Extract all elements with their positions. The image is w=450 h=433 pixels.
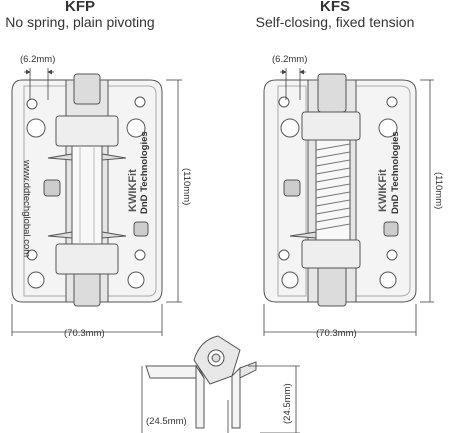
- side-view-dimension-lines: [141, 365, 300, 433]
- kfs-dim-bottom: (70.3mm): [316, 328, 357, 339]
- kfp-dim-bottom: (70.3mm): [64, 328, 105, 339]
- kfp-subtitle: No spring, plain pivoting: [5, 14, 155, 30]
- kfp-website: www.ddtechglobal.com: [21, 159, 32, 257]
- kfp-brand: KWIKFit: [127, 169, 139, 212]
- side-dim-left: (24.5mm): [146, 416, 187, 427]
- kfs-dim-side: (110mm): [433, 172, 444, 209]
- kfp-dim-side: (110mm): [181, 168, 192, 205]
- kfs-dim-top: (6.2mm): [272, 54, 307, 65]
- kfp-maker: DnD Technologies: [139, 131, 150, 214]
- side-view-drawing: [145, 335, 257, 429]
- kfp-dimension-lines: [11, 68, 182, 336]
- side-dim-right: (24.5mm): [282, 383, 293, 424]
- kfs-subtitle: Self-closing, fixed tension: [255, 14, 415, 30]
- kfs-maker: DnD Technologies: [390, 131, 401, 214]
- kfs-dimension-lines: [263, 68, 434, 336]
- kfs-title: KFS: [320, 0, 350, 15]
- kfs-hinge-drawing: [263, 73, 417, 307]
- kfp-dim-top: (6.2mm): [20, 54, 55, 65]
- kfp-title: KFP: [65, 0, 95, 15]
- kfp-hinge-drawing: [11, 73, 163, 307]
- kfs-brand: KWIKFit: [377, 169, 389, 212]
